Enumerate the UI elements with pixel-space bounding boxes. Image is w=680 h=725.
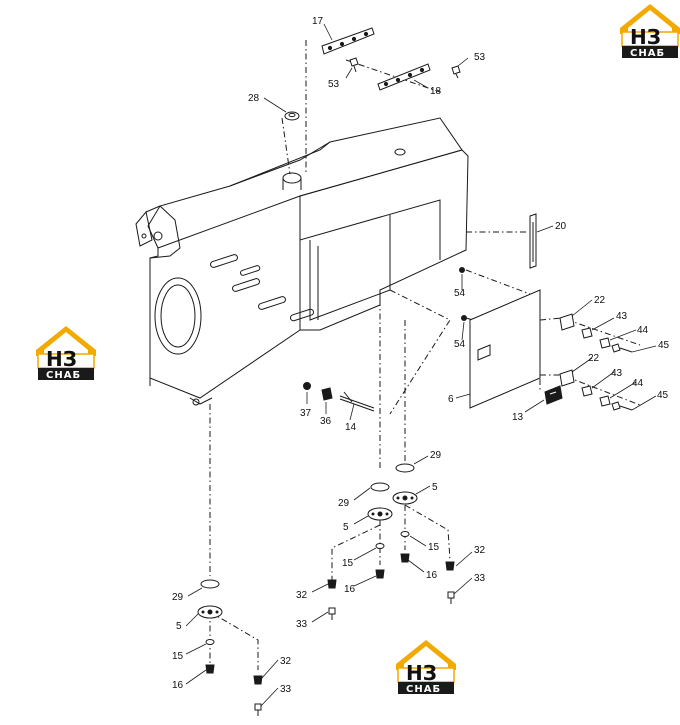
logo-mark: НЗ — [46, 347, 77, 371]
callout-5: 5 — [432, 482, 438, 493]
callout-54: 54 — [454, 339, 466, 350]
logo-caption: СНАБ — [406, 684, 441, 695]
callout-44: 44 — [632, 378, 644, 389]
callout-53: 53 — [328, 79, 340, 90]
callout-22: 22 — [594, 295, 606, 306]
callout-14: 14 — [345, 422, 357, 433]
callout-29: 29 — [338, 498, 350, 509]
logo-mark: НЗ — [630, 25, 661, 49]
callout-29: 29 — [430, 450, 442, 461]
callout-labels: 17 53 53 18 28 20 54 54 22 43 44 45 22 4… — [172, 16, 670, 695]
bracket-18 — [377, 63, 431, 91]
flange-stack-left — [197, 579, 223, 674]
cap-28 — [284, 111, 300, 121]
callout-37: 37 — [300, 408, 312, 419]
callout-13: 13 — [512, 412, 524, 423]
callout-53: 53 — [474, 52, 486, 63]
callout-5: 5 — [343, 522, 349, 533]
brand-logo-left: НЗ СНАБ — [35, 325, 97, 381]
studs-54 — [459, 267, 467, 321]
leader-lines — [185, 23, 657, 707]
callout-16: 16 — [426, 570, 438, 581]
bracket-17 — [321, 27, 375, 55]
logo-mark: НЗ — [406, 661, 437, 685]
strip-20 — [529, 213, 537, 269]
plug-36 — [321, 387, 333, 401]
callout-36: 36 — [320, 416, 332, 427]
bolt-set-32-33 — [253, 561, 455, 716]
callout-16: 16 — [172, 680, 184, 691]
callout-16: 16 — [344, 584, 356, 595]
bolt-53-left — [349, 57, 359, 73]
callout-20: 20 — [555, 221, 567, 232]
callout-32: 32 — [474, 545, 486, 556]
callout-45: 45 — [658, 340, 670, 351]
cover-plate-6 — [469, 289, 541, 409]
callout-43: 43 — [616, 311, 628, 322]
callout-44: 44 — [637, 325, 649, 336]
callout-54: 54 — [454, 288, 466, 299]
callout-43: 43 — [611, 368, 623, 379]
callout-22: 22 — [588, 353, 600, 364]
callout-18: 18 — [430, 86, 442, 97]
callout-15: 15 — [428, 542, 440, 553]
bolt-53-right — [451, 65, 461, 79]
housing-body — [135, 117, 469, 406]
clamp-set-upper — [559, 313, 633, 353]
callout-32: 32 — [280, 656, 292, 667]
flange-stack-middle — [367, 482, 393, 579]
callout-28: 28 — [248, 93, 260, 104]
ball-37 — [303, 382, 311, 390]
flange-stack-right — [392, 463, 418, 563]
callout-32: 32 — [296, 590, 308, 601]
callout-5: 5 — [176, 621, 182, 632]
rod-14 — [339, 391, 375, 412]
callout-15: 15 — [342, 558, 354, 569]
brand-logo-top-right: НЗ СНАБ — [619, 3, 680, 59]
callout-6: 6 — [448, 394, 454, 405]
callout-33: 33 — [474, 573, 486, 584]
callout-33: 33 — [296, 619, 308, 630]
clamp-set-lower — [559, 369, 633, 411]
callout-17: 17 — [312, 16, 324, 27]
callout-15: 15 — [172, 651, 184, 662]
callout-29: 29 — [172, 592, 184, 603]
callout-33: 33 — [280, 684, 292, 695]
brand-logo-bottom: НЗ СНАБ — [395, 639, 457, 695]
indicator-13 — [544, 385, 563, 405]
logo-caption: СНАБ — [630, 48, 665, 59]
assembly-centerlines — [209, 40, 641, 670]
logo-caption: СНАБ — [46, 370, 81, 381]
callout-45: 45 — [657, 390, 669, 401]
